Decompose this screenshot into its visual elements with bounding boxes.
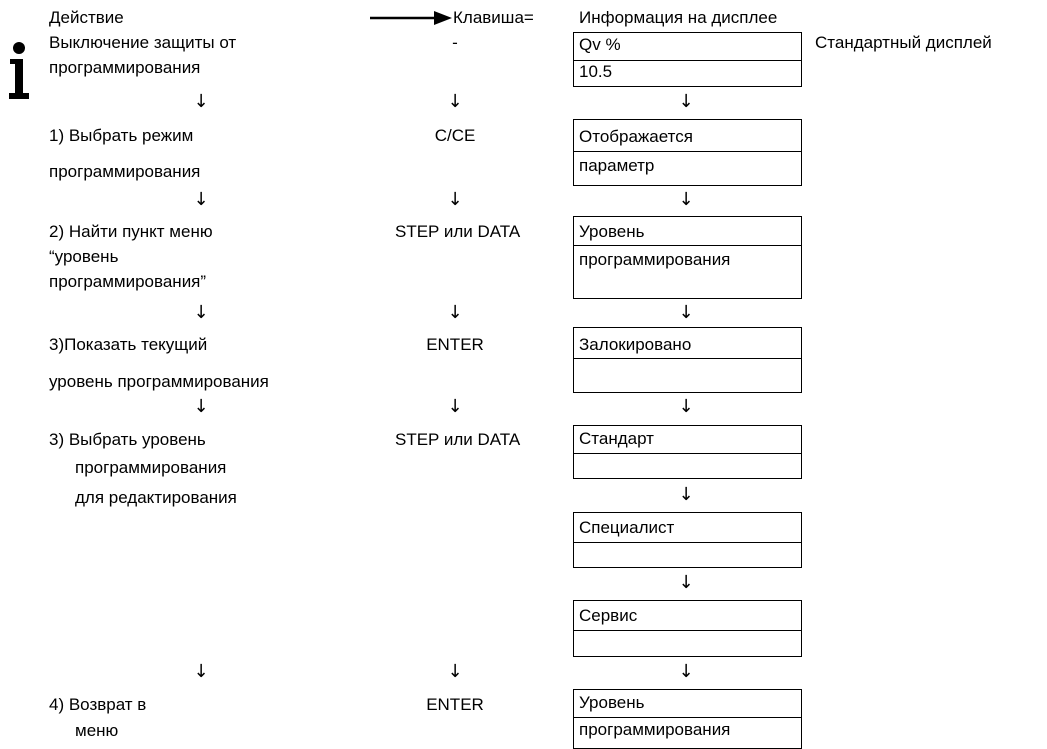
step1-display: Отображается параметр <box>573 119 802 186</box>
arrow-down-icon: ↓ <box>447 396 463 417</box>
step7-action-line2: меню <box>75 721 119 740</box>
step0-action-line1: Выключение защиты от <box>49 33 237 52</box>
step2-key: STEP или DATA <box>395 222 521 241</box>
arrow-down-icon: ↓ <box>678 91 694 112</box>
step7-display-line1: Уровень <box>579 693 645 712</box>
step0-display-line2: 10.5 <box>579 62 613 81</box>
arrow-down-icon: ↓ <box>447 91 463 112</box>
step3-action-line1: 3)Показать текущий <box>49 335 208 354</box>
step7-action-line1: 4) Возврат в <box>49 695 147 714</box>
header-key: Клавиша= <box>453 8 534 27</box>
step1-display-line1: Отображается <box>579 127 693 146</box>
step6-display-line1: Сервис <box>579 606 638 625</box>
arrow-down-icon: ↓ <box>193 91 209 112</box>
arrow-down-icon: ↓ <box>678 484 694 505</box>
arrow-right-icon <box>370 11 452 25</box>
step4-action-line2: программирования <box>75 458 227 477</box>
step2-action-line1: 2) Найти пункт меню <box>49 222 213 241</box>
step3-action-line2: уровень программирования <box>49 372 269 391</box>
step2-display-line2: программирования <box>579 250 731 269</box>
arrow-down-icon: ↓ <box>678 302 694 323</box>
step0-note: Стандартный дисплей <box>815 33 992 52</box>
step1-action-line2: программирования <box>49 162 201 181</box>
arrow-down-icon: ↓ <box>447 189 463 210</box>
step7-display-line2: программирования <box>579 720 731 739</box>
arrow-down-icon: ↓ <box>447 661 463 682</box>
step0-action-line2: программирования <box>49 58 201 77</box>
step0-display: Qv % 10.5 <box>573 32 802 87</box>
step0-display-line1: Qv % <box>579 35 621 54</box>
arrow-down-icon: ↓ <box>447 302 463 323</box>
step7-display: Уровень программирования <box>573 689 802 749</box>
step1-action-line1: 1) Выбрать режим <box>49 126 194 145</box>
step4-action-line3: для редактирования <box>75 488 237 507</box>
header-action: Действие <box>49 8 124 27</box>
step3-display-line1: Залокировано <box>579 335 692 354</box>
arrow-down-icon: ↓ <box>678 396 694 417</box>
step2-action-line2: “уровень <box>49 247 119 266</box>
step0-key: - <box>452 33 458 52</box>
info-icon <box>9 42 29 99</box>
step3-key: ENTER <box>426 335 484 354</box>
step5-display-line1: Специалист <box>579 518 675 537</box>
arrow-down-icon: ↓ <box>678 189 694 210</box>
arrow-down-icon: ↓ <box>193 661 209 682</box>
step2-action-line3: программирования” <box>49 272 207 291</box>
step4-display: Стандарт <box>573 425 802 479</box>
step6-display: Сервис <box>573 600 802 657</box>
step2-display-line1: Уровень <box>579 222 645 241</box>
step7-key: ENTER <box>426 695 484 714</box>
step1-key: C/CE <box>434 126 476 145</box>
arrow-down-icon: ↓ <box>193 396 209 417</box>
arrow-down-icon: ↓ <box>678 572 694 593</box>
step2-display: Уровень программирования <box>573 216 802 299</box>
step5-display: Специалист <box>573 512 802 568</box>
step4-key: STEP или DATA <box>395 430 521 449</box>
arrow-down-icon: ↓ <box>678 661 694 682</box>
arrow-down-icon: ↓ <box>193 302 209 323</box>
step1-display-line2: параметр <box>579 156 655 175</box>
arrow-down-icon: ↓ <box>193 189 209 210</box>
step4-action-line1: 3) Выбрать уровень <box>49 430 206 449</box>
step3-display: Залокировано <box>573 327 802 393</box>
step4-display-line1: Стандарт <box>579 429 654 448</box>
header-display: Информация на дисплее <box>579 8 778 27</box>
